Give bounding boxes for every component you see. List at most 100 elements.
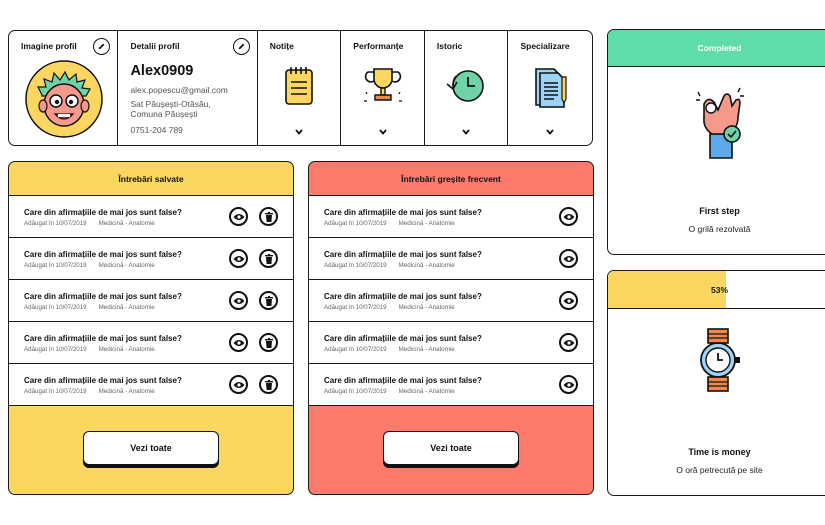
category: Medicină - Anatomie xyxy=(98,304,155,311)
question-text: Care din afirmațiile de mai jos sunt fal… xyxy=(24,334,182,343)
category: Medicină - Anatomie xyxy=(98,262,155,269)
notes-label: Notițe xyxy=(269,41,294,51)
added-date: Adăugat în 10/07/2019 xyxy=(324,388,387,395)
question-meta: Adăugat în 10/07/2019 Medicină - Anatomie xyxy=(324,262,455,269)
chevron-down-icon[interactable] xyxy=(378,129,387,135)
added-date: Adăugat în 10/07/2019 xyxy=(24,388,87,395)
question-text: Care din afirmațiile de mai jos sunt fal… xyxy=(324,208,482,217)
stopwatch-icon xyxy=(699,328,740,392)
question-row[interactable]: Care din afirmațiile de mai jos sunt fal… xyxy=(9,322,293,364)
delete-button[interactable] xyxy=(259,291,278,310)
delete-button[interactable] xyxy=(259,333,278,352)
eye-icon xyxy=(563,297,574,304)
view-button[interactable] xyxy=(559,249,578,268)
progress-label: 53% xyxy=(710,285,728,295)
question-meta: Adăugat în 10/07/2019 Medicină - Anatomie xyxy=(324,304,455,311)
question-row[interactable]: Care din afirmațiile de mai jos sunt fal… xyxy=(9,364,293,406)
notes-cell[interactable]: Notițe xyxy=(258,31,342,145)
question-row[interactable]: Care din afirmațiile de mai jos sunt fal… xyxy=(309,322,593,364)
saved-questions-title: Întrebări salvate xyxy=(9,162,293,196)
address-line-1: Sat Păușești-Otăsău, xyxy=(130,99,211,109)
eye-icon xyxy=(563,213,574,220)
question-row[interactable]: Care din afirmațiile de mai jos sunt fal… xyxy=(9,280,293,322)
question-text: Care din afirmațiile de mai jos sunt fal… xyxy=(324,334,482,343)
category: Medicină - Anatomie xyxy=(98,220,155,227)
delete-button[interactable] xyxy=(259,375,278,394)
trash-icon xyxy=(264,211,273,222)
eye-icon xyxy=(233,213,244,220)
achievement-progress-bar: 53% xyxy=(608,271,825,309)
eye-icon xyxy=(563,255,574,262)
view-button[interactable] xyxy=(229,333,248,352)
eye-icon xyxy=(233,339,244,346)
view-button[interactable] xyxy=(229,249,248,268)
pencil-icon xyxy=(99,43,105,50)
question-text: Care din afirmațiile de mai jos sunt fal… xyxy=(24,250,182,259)
added-date: Adăugat în 10/07/2019 xyxy=(324,220,387,227)
saved-questions-list: Care din afirmațiile de mai jos sunt fal… xyxy=(9,196,293,406)
question-text: Care din afirmațiile de mai jos sunt fal… xyxy=(324,376,482,385)
question-row[interactable]: Care din afirmațiile de mai jos sunt fal… xyxy=(9,238,293,280)
achievement-time-is-money: 53% Time is money O oră petrecută pe sit… xyxy=(607,270,825,496)
history-cell[interactable]: Istoric xyxy=(425,31,509,145)
specialization-label: Specializare xyxy=(520,41,570,51)
edit-details-button[interactable] xyxy=(232,38,250,55)
profile-details-cell: Detalii profil Alex0909 alex.popescu@gma… xyxy=(118,31,258,145)
specialization-cell[interactable]: Specializare xyxy=(508,31,592,145)
question-row[interactable]: Care din afirmațiile de mai jos sunt fal… xyxy=(309,280,593,322)
see-all-saved-button[interactable]: Vezi toate xyxy=(83,431,219,465)
wrong-questions-panel: Întrebări greșite frecvent Care din afir… xyxy=(308,161,594,495)
trash-icon xyxy=(264,337,273,348)
eye-icon xyxy=(233,381,244,388)
category: Medicină - Anatomie xyxy=(98,388,155,395)
category: Medicină - Anatomie xyxy=(398,346,455,353)
category: Medicină - Anatomie xyxy=(398,220,455,227)
added-date: Adăugat în 10/07/2019 xyxy=(324,304,387,311)
ok-hand-icon xyxy=(695,87,744,159)
trash-icon xyxy=(264,295,273,306)
delete-button[interactable] xyxy=(259,207,278,226)
view-button[interactable] xyxy=(559,291,578,310)
edit-image-button[interactable] xyxy=(93,38,111,55)
saved-questions-panel: Întrebări salvate Care din afirmațiile d… xyxy=(8,161,294,495)
view-button[interactable] xyxy=(559,375,578,394)
added-date: Adăugat în 10/07/2019 xyxy=(324,262,387,269)
question-row[interactable]: Care din afirmațiile de mai jos sunt fal… xyxy=(9,196,293,238)
question-meta: Adăugat în 10/07/2019 Medicină - Anatomie xyxy=(24,388,155,395)
question-meta: Adăugat în 10/07/2019 Medicină - Anatomie xyxy=(324,220,455,227)
question-text: Care din afirmațiile de mai jos sunt fal… xyxy=(24,292,182,301)
chevron-down-icon[interactable] xyxy=(546,129,554,135)
performance-cell[interactable]: Performanțe xyxy=(341,31,425,145)
question-row[interactable]: Care din afirmațiile de mai jos sunt fal… xyxy=(309,196,593,238)
trophy-icon xyxy=(363,68,402,102)
view-button[interactable] xyxy=(229,207,248,226)
category: Medicină - Anatomie xyxy=(398,304,455,311)
trash-icon xyxy=(264,253,273,264)
category: Medicină - Anatomie xyxy=(398,262,455,269)
wrong-questions-list: Care din afirmațiile de mai jos sunt fal… xyxy=(309,196,593,406)
question-row[interactable]: Care din afirmațiile de mai jos sunt fal… xyxy=(309,364,593,406)
wrong-questions-title: Întrebări greșite frecvent xyxy=(309,162,593,196)
view-button[interactable] xyxy=(559,333,578,352)
view-button[interactable] xyxy=(229,291,248,310)
question-row[interactable]: Care din afirmațiile de mai jos sunt fal… xyxy=(309,238,593,280)
delete-button[interactable] xyxy=(259,249,278,268)
see-all-wrong-button[interactable]: Vezi toate xyxy=(383,431,519,465)
question-text: Care din afirmațiile de mai jos sunt fal… xyxy=(24,208,182,217)
view-button[interactable] xyxy=(559,207,578,226)
chevron-down-icon[interactable] xyxy=(462,129,470,135)
chevron-down-icon[interactable] xyxy=(295,129,303,135)
profile-bar: Imagine profil Detalii profil Alex0909 a… xyxy=(8,30,593,146)
documents-icon xyxy=(535,68,567,108)
view-button[interactable] xyxy=(229,375,248,394)
address-line-2: Comuna Păușești xyxy=(130,109,198,119)
achievement-status: Completed xyxy=(608,30,825,67)
achievement-first-step: Completed First step O grilă rezolvată xyxy=(607,29,825,255)
history-label: Istoric xyxy=(436,41,463,51)
eye-icon xyxy=(563,339,574,346)
pencil-icon xyxy=(238,43,245,50)
